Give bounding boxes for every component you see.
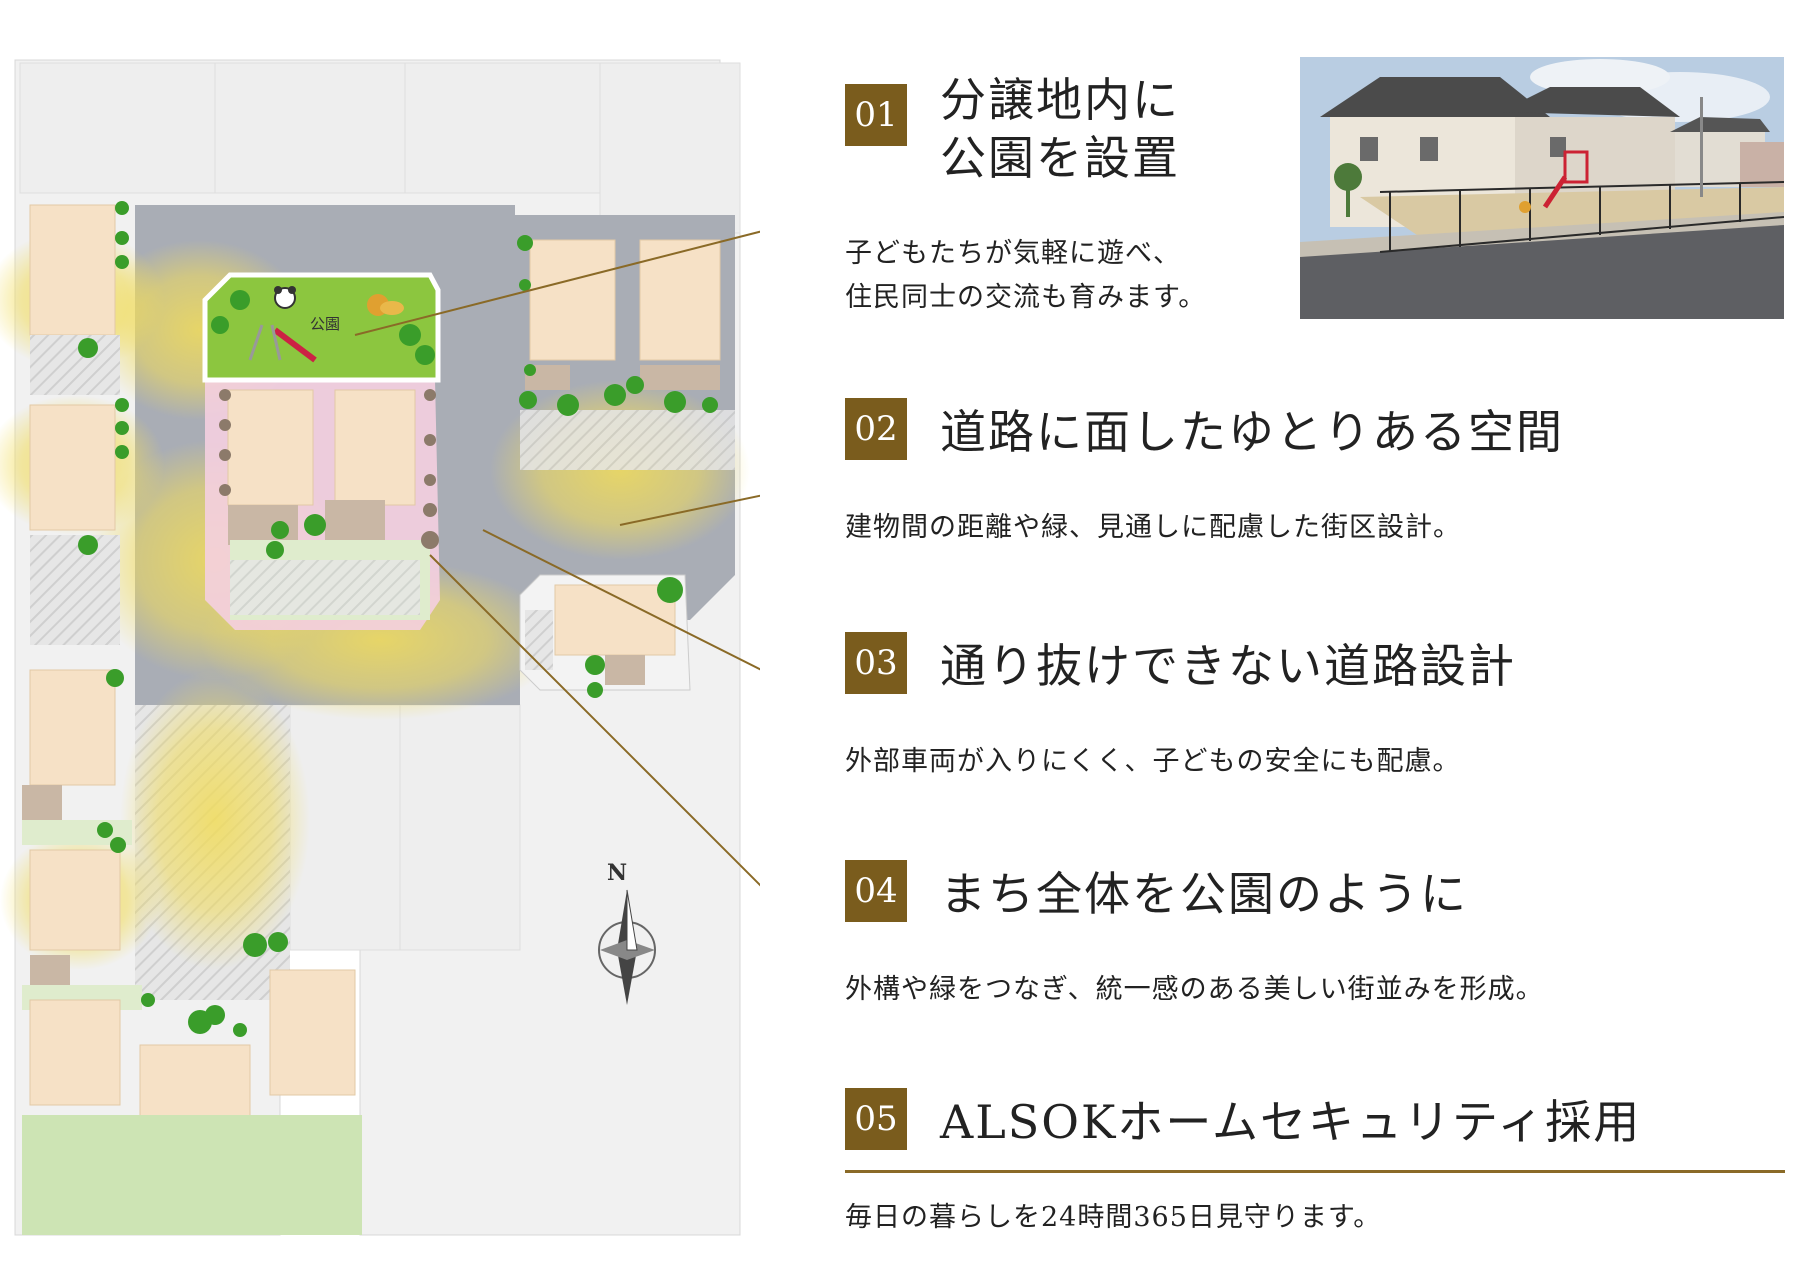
feature-number-badge: 05 bbox=[845, 1088, 907, 1150]
park-photo bbox=[1300, 57, 1784, 319]
feature-title: ALSOKホームセキュリティ採用 bbox=[940, 1095, 1642, 1149]
feature-title-line-1: 分譲地内に bbox=[940, 73, 1180, 127]
feature-description-line-1: 子どもたちが気軽に遊べ、 bbox=[845, 238, 1181, 269]
feature-number-badge: 04 bbox=[845, 860, 907, 922]
feature-02: 02 道路に面したゆとりある空間 建物間の距離や緑、見通しに配慮した街区設計。 bbox=[845, 398, 1785, 543]
feature-description-line-2: 住民同士の交流も育みます。 bbox=[845, 282, 1207, 313]
feature-03: 03 通り抜けできない道路設計 外部車両が入りにくく、子どもの安全にも配慮。 bbox=[845, 632, 1785, 777]
feature-title: 道路に面したゆとりある空間 bbox=[940, 405, 1564, 459]
feature-title: 通り抜けできない道路設計 bbox=[940, 639, 1516, 693]
park-photo-drawing bbox=[1300, 57, 1784, 319]
feature-description: 外構や緑をつなぎ、統一感のある美しい街並みを形成。 bbox=[845, 974, 1544, 1005]
compass-north-label: N bbox=[607, 860, 628, 886]
site-plan-map: 公園 N bbox=[0, 0, 760, 1278]
feature-number-badge: 01 bbox=[845, 84, 907, 146]
feature-description: 外部車両が入りにくく、子どもの安全にも配慮。 bbox=[845, 746, 1461, 777]
feature-description: 毎日の暮らしを24時間365日見守ります。 bbox=[845, 1202, 1382, 1233]
feature-title-line-2: 公園を設置 bbox=[940, 131, 1180, 185]
feature-01: 01 分譲地内に 公園を設置 子どもたちが気軽に遊べ、 住民同士の交流も育みます… bbox=[845, 73, 1785, 313]
park-label: 公園 bbox=[310, 315, 341, 333]
site-plan-drawing bbox=[0, 59, 760, 1236]
feature-title: まち全体を公園のように bbox=[940, 867, 1468, 921]
feature-description: 建物間の距離や緑、見通しに配慮した街区設計。 bbox=[845, 512, 1461, 543]
feature-04: 04 まち全体を公園のように 外構や緑をつなぎ、統一感のある美しい街並みを形成。 bbox=[845, 860, 1785, 1005]
compass-icon bbox=[598, 889, 656, 1005]
feature-05: 05 ALSOKホームセキュリティ採用 毎日の暮らしを24時間365日見守ります… bbox=[845, 1088, 1785, 1233]
feature-05-rule bbox=[845, 1170, 1785, 1173]
feature-number-badge: 03 bbox=[845, 632, 907, 694]
feature-number-badge: 02 bbox=[845, 398, 907, 460]
